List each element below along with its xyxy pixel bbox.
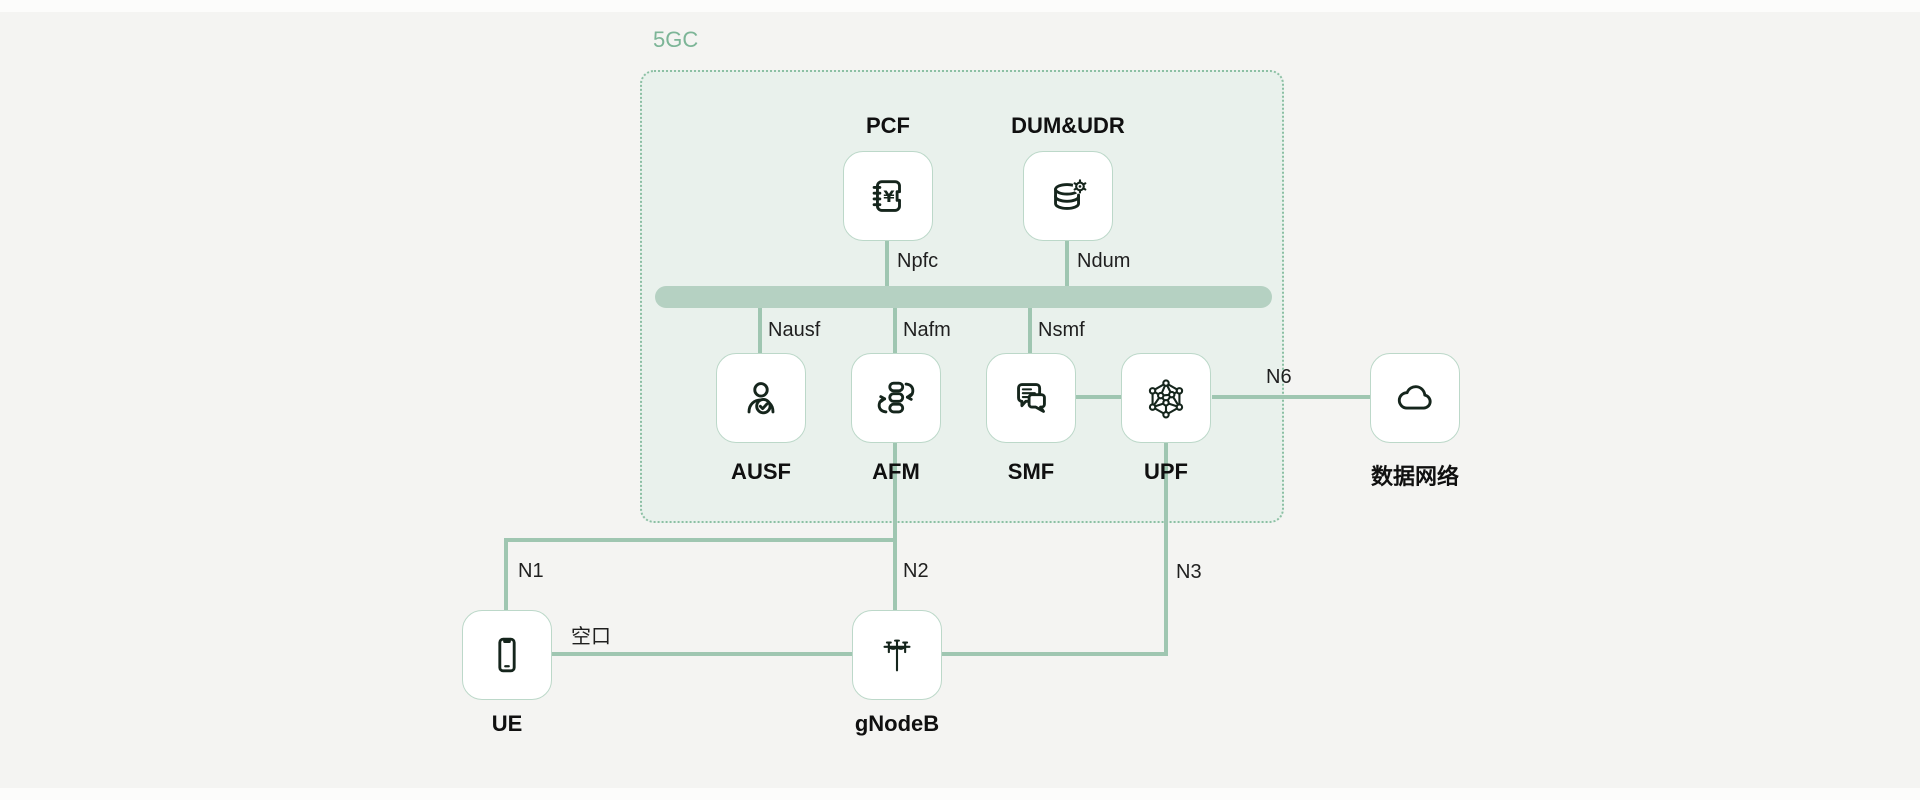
node-label-ue: UE: [491, 711, 523, 736]
chat-document-icon: [1008, 375, 1054, 421]
mesh-network-icon: [1143, 375, 1189, 421]
node-data-network: [1370, 353, 1460, 443]
connector-pcf-bus: [885, 241, 889, 286]
bottom-edge-band: [0, 788, 1920, 800]
interface-label-npfc: Npfc: [897, 250, 939, 272]
connector-n1-horizontal: [504, 538, 897, 542]
node-dum-udr: [1023, 151, 1113, 241]
workflow-sync-icon: [873, 375, 919, 421]
node-label-dum-udr: DUM&UDR: [1011, 113, 1125, 138]
connector-bus-ausf: [758, 308, 762, 353]
node-label-pcf: PCF: [866, 113, 910, 138]
group-label-5gc: 5GC: [653, 27, 699, 52]
connector-air-ue-gnodeb: [552, 652, 852, 656]
antenna-mast-icon: [874, 632, 920, 678]
connector-dum-bus: [1065, 241, 1069, 286]
interface-label-n2: N2: [903, 560, 929, 582]
node-label-gnodeb: gNodeB: [854, 711, 940, 736]
interface-label-nausf: Nausf: [768, 319, 821, 341]
node-pcf: ¥: [843, 151, 933, 241]
connector-n3-vertical-upf: [1164, 443, 1168, 656]
node-gnodeb: [852, 610, 942, 700]
connector-n1-vertical-ue: [504, 538, 508, 612]
connector-n3-horizontal-gnodeb: [942, 652, 1168, 656]
interface-label-ndum: Ndum: [1077, 250, 1131, 272]
top-edge-band: [0, 0, 1920, 12]
connector-bus-smf: [1028, 308, 1032, 353]
node-ausf: [716, 353, 806, 443]
node-label-data-network: 数据网络: [1370, 464, 1460, 489]
node-label-afm: AFM: [872, 459, 920, 484]
node-label-ausf: AUSF: [731, 459, 791, 484]
node-ue: [462, 610, 552, 700]
node-label-upf: UPF: [1144, 459, 1188, 484]
service-bus-bar: [655, 286, 1272, 308]
node-afm: [851, 353, 941, 443]
node-upf: [1121, 353, 1211, 443]
connector-n6-upf-datanetwork: [1212, 395, 1370, 399]
smartphone-icon: [484, 632, 530, 678]
node-label-smf: SMF: [1007, 459, 1055, 484]
connector-bus-afm: [893, 308, 897, 353]
interface-label-n1: N1: [518, 560, 544, 582]
ledger-yen-icon: ¥: [865, 173, 911, 219]
user-verified-icon: [738, 375, 784, 421]
node-smf: [986, 353, 1076, 443]
connector-n2-afm-gnodeb: [893, 443, 897, 612]
interface-label-n6: N6: [1266, 366, 1292, 388]
database-gear-icon: [1045, 173, 1091, 219]
connector-smf-upf: [1076, 395, 1121, 399]
interface-label-air: 空口: [571, 626, 611, 648]
interface-label-nsmf: Nsmf: [1038, 319, 1085, 341]
svg-text:¥: ¥: [883, 187, 895, 206]
cloud-icon: [1392, 375, 1438, 421]
interface-label-n3: N3: [1176, 561, 1202, 583]
interface-label-nafm: Nafm: [903, 319, 951, 341]
